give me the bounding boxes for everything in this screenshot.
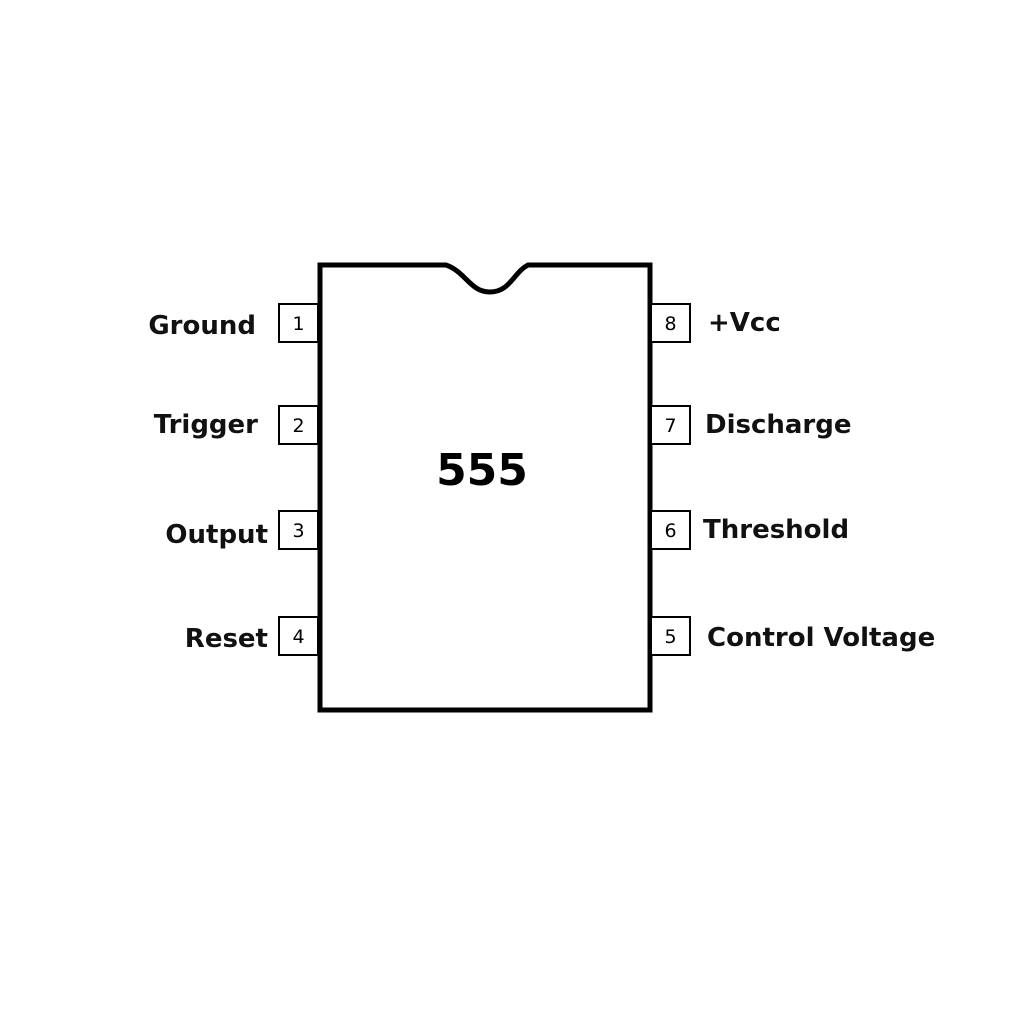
right-pins: 8 +Vcc 7 Discharge 6 Threshold 5 Control… [650,303,935,656]
pin-2-label: Trigger [154,410,258,440]
pin-2-number: 2 [292,415,304,437]
pin-2-box [278,405,319,445]
pin-6: 6 Threshold [650,510,849,550]
chip-body [317,262,653,713]
pin-8-box [650,303,691,343]
pin-7-label: Discharge [705,410,852,440]
pin-6-box [650,510,691,550]
pin-4-number: 4 [292,626,304,648]
pin-7-box [650,405,691,445]
pin-3-number: 3 [292,520,304,542]
pin-3-label: Output [165,520,268,550]
pin-1-number: 1 [292,313,304,335]
chip-label: 555 [436,445,528,496]
pin-3-box [278,510,319,550]
pin-8-number: 8 [664,313,676,335]
pin-2: 2 Trigger [154,405,319,445]
pin-1-box [278,303,319,343]
pin-5: 5 Control Voltage [650,616,935,656]
pin-5-box [650,616,691,656]
pin-1-label: Ground [148,311,256,341]
pin-1: 1 Ground [148,303,319,343]
pin-6-number: 6 [664,520,676,542]
pin-7: 7 Discharge [650,405,852,445]
pin-3: 3 Output [165,510,319,550]
pin-4-box [278,616,319,656]
pin-5-label: Control Voltage [707,623,935,653]
pin-4-label: Reset [185,624,268,654]
pin-4: 4 Reset [185,616,319,656]
pin-8-label: +Vcc [708,308,781,338]
pin-5-number: 5 [664,626,676,648]
pin-8: 8 +Vcc [650,303,781,343]
left-pins: 1 Ground 2 Trigger 3 Output 4 Reset [148,303,319,656]
pin-6-label: Threshold [703,515,849,545]
pin-7-number: 7 [664,415,676,437]
